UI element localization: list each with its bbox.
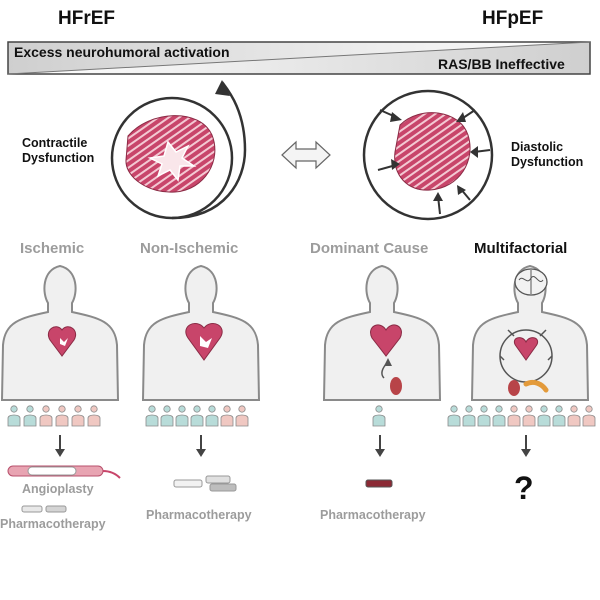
person-icon bbox=[205, 405, 219, 427]
category-dominant-cause: Dominant Cause bbox=[310, 240, 429, 257]
person-icon bbox=[145, 405, 159, 427]
person-icon bbox=[462, 405, 476, 427]
person-icon bbox=[39, 405, 53, 427]
treatment-pharmacotherapy-dominant: Pharmacotherapy bbox=[320, 508, 426, 522]
person-icon bbox=[7, 405, 21, 427]
contractile-label-line1: Contractile bbox=[22, 136, 88, 150]
diastolic-label-line2: Dysfunction bbox=[511, 155, 584, 169]
person-icon bbox=[55, 405, 69, 427]
person-icon bbox=[567, 405, 581, 427]
person-icon bbox=[190, 405, 204, 427]
neurohumoral-bar bbox=[7, 41, 591, 75]
person-icon bbox=[23, 405, 37, 427]
person-icon bbox=[582, 405, 596, 427]
bidirectional-arrow-icon bbox=[281, 140, 331, 170]
person-icon bbox=[552, 405, 566, 427]
treatment-angioplasty: Angioplasty bbox=[22, 482, 94, 496]
angioplasty-balloon-icon bbox=[7, 465, 121, 479]
pill-icon-dominant bbox=[365, 479, 393, 488]
diastolic-label-line1: Diastolic bbox=[511, 140, 564, 154]
treatment-pharmacotherapy-ischemic: Pharmacotherapy bbox=[0, 517, 106, 531]
treatment-unknown-question: ? bbox=[514, 470, 534, 506]
diastolic-heart-diagram bbox=[362, 89, 494, 221]
person-icon bbox=[220, 405, 234, 427]
person-icon bbox=[71, 405, 85, 427]
body-multifactorial bbox=[470, 264, 590, 401]
person-icon bbox=[507, 405, 521, 427]
person-icon bbox=[160, 405, 174, 427]
dominant-cause-heart-icon bbox=[370, 324, 402, 395]
treatment-pharmacotherapy-non-ischemic: Pharmacotherapy bbox=[146, 508, 252, 522]
person-icon bbox=[492, 405, 506, 427]
contractile-label-line2: Dysfunction bbox=[22, 151, 95, 165]
brain-icon bbox=[514, 268, 548, 296]
non-ischemic-heart-icon bbox=[185, 323, 223, 361]
category-non-ischemic: Non-Ischemic bbox=[140, 240, 239, 257]
multifactorial-organs-icon bbox=[499, 329, 553, 396]
person-icon bbox=[235, 405, 249, 427]
category-ischemic: Ischemic bbox=[20, 240, 85, 257]
hfref-title: HFrEF bbox=[58, 8, 115, 29]
down-arrows bbox=[55, 435, 531, 457]
person-icon bbox=[372, 405, 386, 427]
pill-icons-ischemic bbox=[21, 505, 67, 513]
pill-icons-non-ischemic bbox=[173, 475, 237, 492]
bar-left-label: Excess neurohumoral activation bbox=[14, 44, 230, 60]
person-icon bbox=[447, 405, 461, 427]
hfpef-title: HFpEF bbox=[482, 8, 544, 29]
bar-right-label: RAS/BB Ineffective bbox=[438, 56, 565, 72]
category-multifactorial: Multifactorial bbox=[474, 240, 568, 257]
person-icon bbox=[175, 405, 189, 427]
person-icon bbox=[537, 405, 551, 427]
contractile-heart-diagram bbox=[110, 80, 247, 220]
ischemic-heart-icon bbox=[48, 326, 76, 357]
person-icon bbox=[477, 405, 491, 427]
person-icon bbox=[87, 405, 101, 427]
person-icon bbox=[522, 405, 536, 427]
